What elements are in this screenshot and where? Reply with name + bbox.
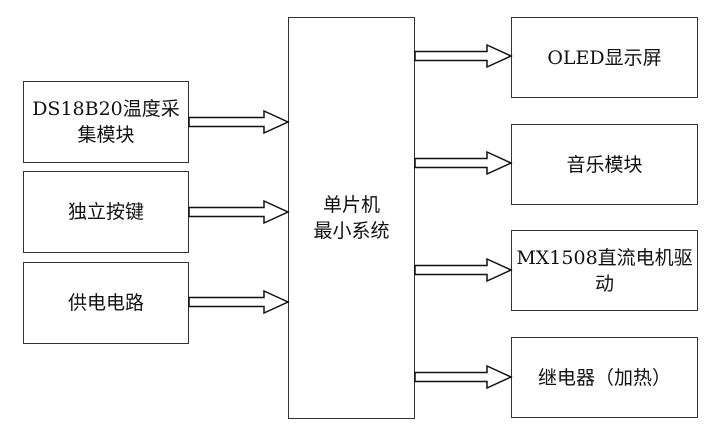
mcu-label: 单片机: [322, 194, 380, 216]
input-box-label: 供电电路: [67, 292, 144, 314]
output-box-label: OLED显示屏: [547, 46, 662, 69]
input-arrow: [188, 199, 290, 225]
mcu-minimum-system-box: 单片机 最小系统: [288, 17, 415, 419]
input-box-label: 集模块: [77, 124, 135, 146]
mcu-label: 最小系统: [313, 220, 390, 242]
input-box-power-supply: 供电电路: [23, 262, 189, 344]
output-box-mx1508-motor-driver: MX1508直流电机驱 动: [511, 230, 698, 311]
input-box-label: DS18B20温度采: [32, 98, 180, 120]
output-box-label: 继电器（加热）: [537, 366, 671, 389]
output-box-label: 动: [594, 272, 614, 295]
input-arrow: [188, 289, 290, 315]
output-box-label: MX1508直流电机驱: [516, 246, 693, 269]
output-box-label: 音乐模块: [566, 153, 643, 176]
output-arrow: [414, 43, 513, 69]
output-arrow: [414, 150, 513, 176]
input-box-label: 独立按键: [67, 201, 144, 223]
input-arrow: [188, 109, 290, 135]
output-arrow: [414, 257, 513, 283]
output-box-oled-display: OLED显示屏: [511, 17, 698, 98]
output-box-relay-heating: 继电器（加热）: [511, 337, 698, 418]
output-arrow: [414, 364, 513, 390]
output-box-music-module: 音乐模块: [511, 124, 698, 205]
input-box-ds18b20-temperature-module: DS18B20温度采 集模块: [23, 81, 189, 163]
